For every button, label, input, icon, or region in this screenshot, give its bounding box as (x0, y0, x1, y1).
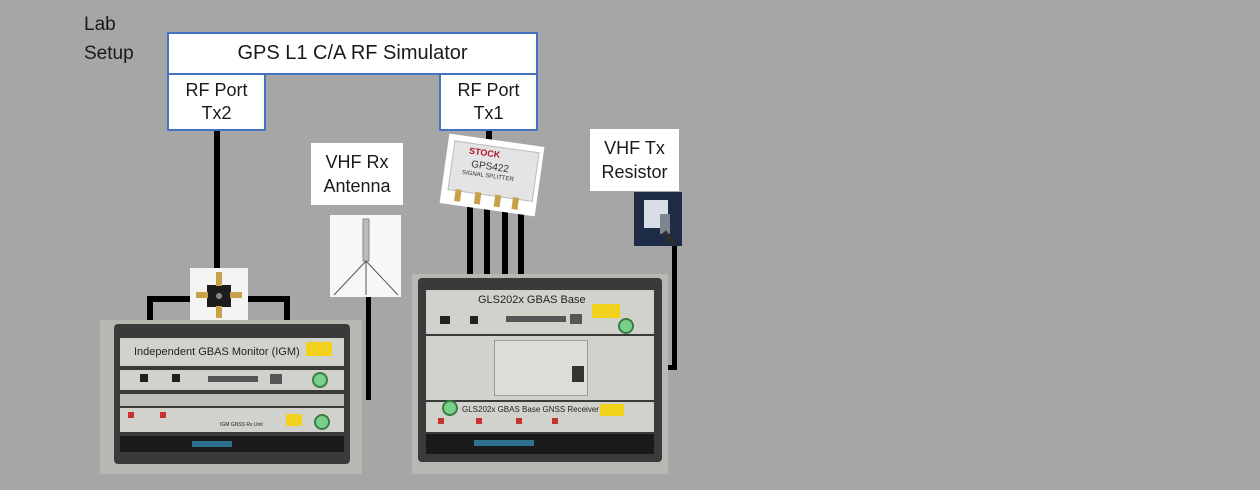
cable-vhf-rx (366, 296, 371, 400)
gbas-rack-title: GLS202x GBAS Base (478, 294, 586, 306)
cable-gps422-out-2 (484, 202, 490, 276)
rf-port-tx2-line1: RF Port (185, 80, 248, 100)
rf-port-tx1-box: RF Port Tx1 (439, 73, 538, 131)
vhf-rx-label: VHF Rx Antenna (311, 143, 403, 205)
gps-simulator-label: GPS L1 C/A RF Simulator (237, 42, 468, 64)
vhf-tx-line2: Resistor (601, 162, 668, 182)
cable-splitter-left-down (147, 296, 153, 328)
vhf-tx-label: VHF Tx Resistor (590, 129, 679, 191)
igm-rack-title: Independent GBAS Monitor (IGM) (134, 346, 300, 358)
title-line-1: Lab (84, 14, 116, 35)
rf-port-tx1-line2: Tx1 (473, 103, 504, 123)
vhf-tx-resistor-photo (634, 192, 682, 246)
cable-tx2-to-splitter (214, 131, 220, 271)
cable-vhf-tx (672, 240, 677, 370)
cable-gps422-out-4 (518, 214, 524, 276)
cable-splitter-right-down (284, 296, 290, 328)
gbas-base-rack-photo: GLS202x GBAS Base GLS202x GBAS Base GNSS… (412, 274, 668, 474)
cable-splitter-left (147, 296, 193, 302)
gbas-receiver-label: GLS202x GBAS Base GNSS Receiver Unit (462, 405, 616, 414)
title-line-2: Setup (84, 43, 134, 64)
cable-vhf-tx-joint (660, 365, 677, 370)
splitter-icon (196, 272, 242, 318)
rf-port-tx2-box: RF Port Tx2 (167, 73, 266, 131)
rf-port-tx2-line2: Tx2 (201, 103, 232, 123)
rf-port-tx1-line1: RF Port (457, 80, 520, 100)
cable-gps422-out-1 (467, 202, 473, 276)
igm-rack-photo: Independent GBAS Monitor (IGM) IGM GNSS … (100, 320, 362, 474)
igm-receiver-label: IGM GNSS Rx Unit (220, 422, 263, 428)
diagram-title: Lab Setup (84, 10, 134, 68)
gps422-splitter-photo: STOCK GPS422 SIGNAL SPLITTER (439, 133, 545, 217)
cable-splitter-right (246, 296, 288, 302)
cable-gps422-out-3 (502, 202, 508, 276)
resistor-icon (644, 200, 676, 246)
vhf-rx-antenna-photo (330, 215, 401, 297)
antenna-icon (333, 218, 399, 296)
vhf-rx-line1: VHF Rx (325, 152, 389, 172)
small-splitter-photo (190, 268, 248, 324)
vhf-rx-line2: Antenna (323, 176, 391, 196)
vhf-tx-line1: VHF Tx (604, 138, 665, 158)
gps-simulator-box: GPS L1 C/A RF Simulator (167, 32, 538, 75)
